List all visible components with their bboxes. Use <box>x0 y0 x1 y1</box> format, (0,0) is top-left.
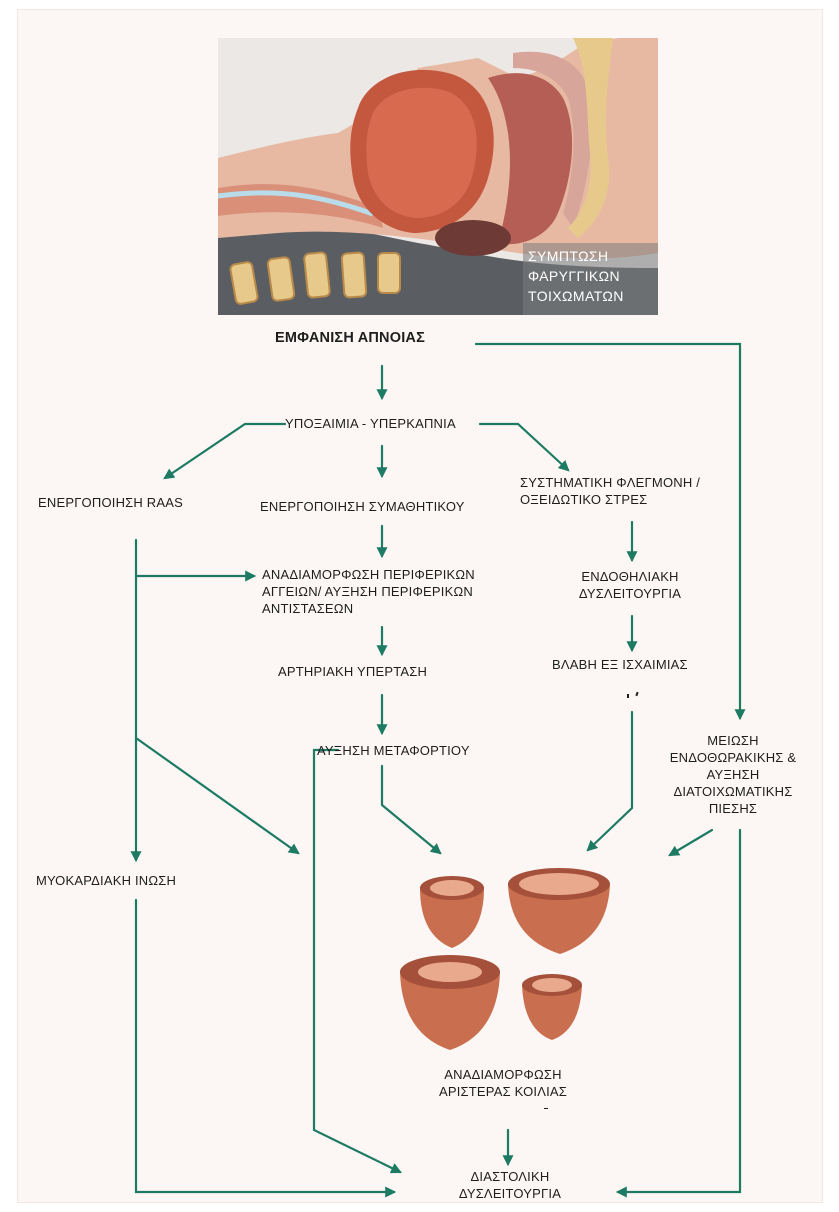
node-endothelial: ΕΝΔΟΘΗΛΙΑΚΗ ΔΥΣΛΕΙΤΟΥΡΓΙΑ <box>530 568 730 602</box>
node-hypertension: ΑΡΤΗΡΙΑΚΗ ΥΠΕΡΤΑΣΗ <box>278 663 427 680</box>
arrow-hypoxemia-raas <box>165 424 285 478</box>
node-intrathoracic: ΜΕΙΩΣΗ ΕΝΔΟΘΩΡΑΚΙΚΗΣ & ΑΥΞΗΣΗ ΔΙΑΤΟΙΧΩΜΑ… <box>648 732 818 817</box>
heart-cup-1 <box>420 876 484 948</box>
node-fibrosis: ΜΥΟΚΑΡΔΙΑΚΗ ΙΝΩΣΗ <box>36 872 176 889</box>
heart-cup-4 <box>522 974 582 1040</box>
node-inflammation: ΣΥΣΤΗΜΑΤΙΚΗ ΦΛΕΓΜΟΝΗ / ΟΞΕΙΔΩΤΙΚΟ ΣΤΡΕΣ <box>520 474 700 508</box>
node-vascular-remodeling: ΑΝΑΔΙΑΜΟΡΦΩΣΗ ΠΕΡΙΦΕΡΙΚΩΝ ΑΓΓΕΙΩΝ/ ΑΥΞΗΣ… <box>262 566 475 617</box>
arrow-intrathoracic-hearts <box>670 830 712 855</box>
node-hypoxemia: ΥΠΟΞΑΙΜΙΑ - ΥΠΕΡΚΑΠΝΙΑ <box>285 415 456 432</box>
node-ischemia: ΒΛΑΒΗ ΕΞ ΙΣΧΑΙΜΙΑΣ <box>552 656 688 673</box>
node-raas: ΕΝΕΡΓΟΠΟΙΗΣΗ RAAS <box>38 494 183 511</box>
arrow-intrathoracic-diastolic <box>618 830 740 1192</box>
node-lv-remodeling: ΑΝΑΔΙΑΜΟΡΦΩΣΗ ΑΡΙΣΤΕΡΑΣ ΚΟΙΛΙΑΣ <box>393 1066 613 1100</box>
arrow-raas-hearts <box>136 738 298 853</box>
heart-cup-2 <box>508 868 610 954</box>
arrow-afterload-hearts <box>382 766 440 853</box>
node-apnea: ΕΜΦΑΝΙΣΗ ΑΠΝΟΙΑΣ <box>275 330 425 347</box>
node-afterload: ΑΥΞΗΣΗ ΜΕΤΑΦΟΡΤΙΟΥ <box>317 742 470 759</box>
heart-cups <box>400 868 610 1050</box>
arrow-ischemia-hearts <box>588 712 632 850</box>
arrow-fibrosis-diastolic <box>136 900 394 1192</box>
node-sympathetic: ΕΝΕΡΓΟΠΟΙΗΣΗ ΣΥΜΑΘΗΤΙΚΟΥ <box>260 498 465 515</box>
heart-cup-3 <box>400 955 500 1050</box>
node-diastolic: ΔΙΑΣΤΟΛΙΚΗ ΔΥΣΛΕΙΤΟΥΡΓΙΑ <box>400 1168 620 1202</box>
arrow-hypoxemia-inflammation <box>480 424 568 470</box>
arrow-afterload-diastolic <box>314 750 400 1172</box>
